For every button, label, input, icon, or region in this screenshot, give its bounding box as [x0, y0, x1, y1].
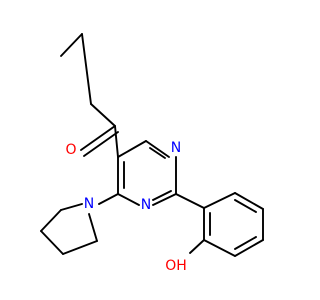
bond-c2-phenyl	[175, 193, 205, 209]
bond-ph-2-inner	[234, 199, 257, 213]
bond-c4-c5	[114, 125, 119, 158]
bond-ring-c6-n1-inner	[149, 147, 166, 159]
bond-ring-c6-n1	[145, 140, 170, 158]
atom-labels: O N N N OH	[65, 140, 186, 274]
atom-label-oh: OH	[165, 258, 187, 274]
bond-pyr-n-c1	[88, 213, 98, 242]
bond-c2-c3	[81, 33, 92, 105]
bond-ph-2	[234, 192, 264, 210]
bond-ring-n3-c4	[117, 193, 140, 206]
atom-label-n1: N	[171, 140, 181, 156]
atom-label-n2: N	[141, 197, 151, 213]
bond-c4-n-pyrrolidine	[98, 193, 119, 205]
bond-ring-c5-c6	[117, 140, 147, 158]
bond-pyr-c3-c4	[40, 209, 62, 232]
atom-label-o1: O	[65, 142, 76, 158]
bond-ph-1	[203, 192, 236, 209]
structure-svg: O N N N OH	[40, 33, 264, 274]
bond-pyr-c2-c3	[40, 230, 64, 255]
bond-ring-c2-n3-inner	[152, 190, 172, 201]
bond-pyr-c4-n	[60, 203, 83, 211]
bond-ph-5	[203, 239, 236, 257]
bond-ph-4-inner	[234, 236, 257, 250]
molecule-drawing: O N N N OH	[40, 33, 264, 274]
bond-ph-4	[234, 239, 264, 257]
bond-phenol	[189, 239, 205, 254]
bond-pyr-c1-c2	[62, 240, 98, 255]
bond-c3-c4	[90, 103, 116, 127]
atom-label-n3: N	[84, 196, 94, 212]
bond-ring-c2-n3	[152, 193, 177, 206]
bond-carbonyl	[80, 125, 116, 151]
bond-c1-c2	[60, 33, 83, 57]
bonds	[40, 33, 264, 257]
bond-carbonyl-2	[83, 131, 119, 157]
